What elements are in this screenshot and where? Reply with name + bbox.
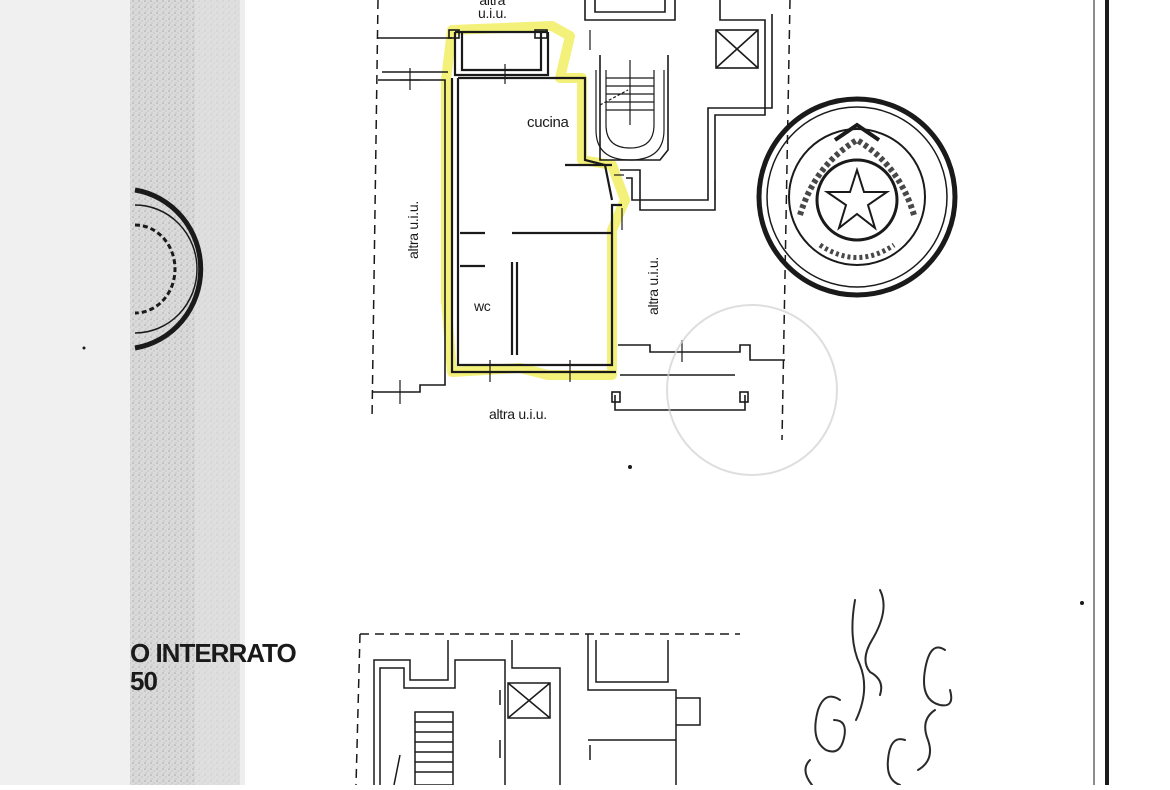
staircase bbox=[595, 60, 665, 161]
neighbouring-walls bbox=[372, 0, 785, 411]
adjacent-unit-label-right: altra u.i.u. bbox=[645, 257, 661, 315]
room-label-bathroom: wc bbox=[474, 298, 491, 314]
adjacent-unit-label-bottom: altra u.i.u. bbox=[489, 406, 547, 422]
territory-office-seal bbox=[756, 96, 958, 298]
room-label-kitchen: cucina bbox=[527, 114, 569, 131]
unit-walls bbox=[450, 30, 622, 374]
floor-level-title: O INTERRATO bbox=[130, 638, 297, 668]
scan-left-margin bbox=[0, 0, 130, 785]
left-municipal-seal bbox=[134, 187, 204, 351]
adjacent-unit-label-top: altra u.i.u. bbox=[478, 0, 507, 21]
scale-label: 50 bbox=[130, 666, 158, 696]
adjacent-unit-label-left: altra u.i.u. bbox=[405, 201, 421, 259]
property-boundary-dashed bbox=[371, 0, 791, 441]
lower-floor-plan bbox=[355, 633, 740, 786]
highlighted-unit-outline bbox=[441, 21, 630, 380]
dimension-ticks bbox=[399, 30, 716, 404]
handwritten-signature bbox=[804, 589, 953, 786]
